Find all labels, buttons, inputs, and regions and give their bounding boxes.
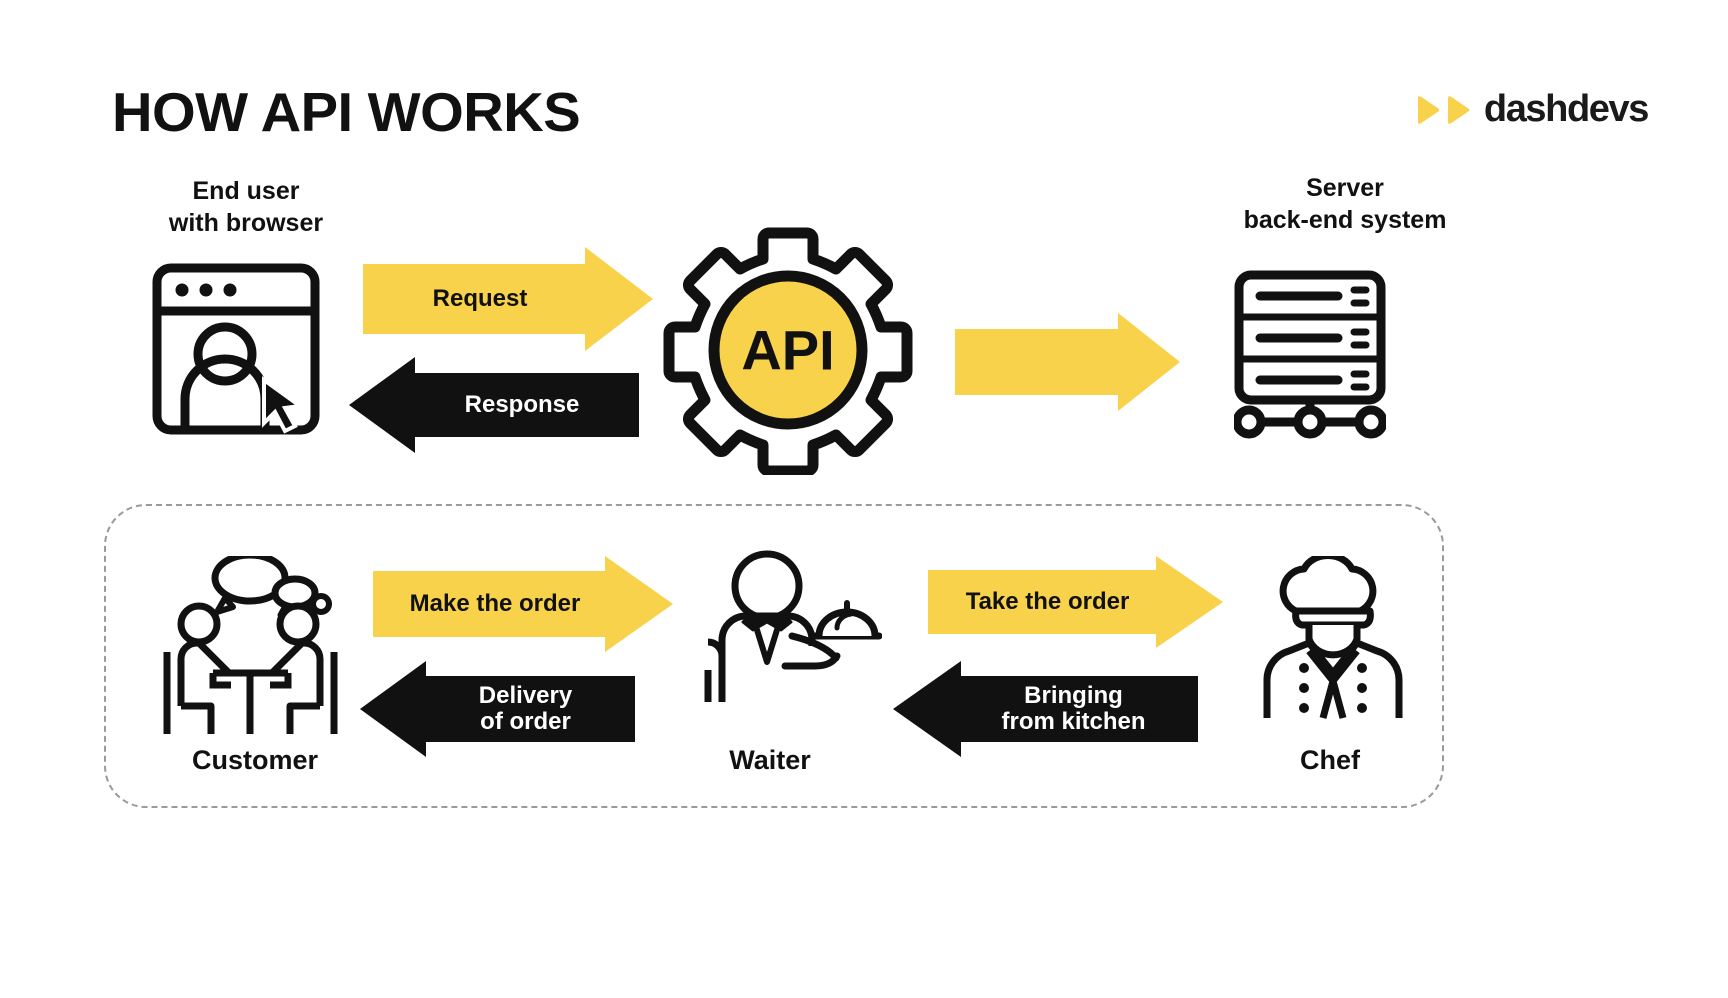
arrow-bringing-from-kitchen-label: Bringing from kitchen <box>1001 681 1146 735</box>
two-people-at-table-talking-icon <box>163 551 338 741</box>
brand-logo: dashdevs <box>1415 88 1650 131</box>
arrow-make-the-order: Make the order <box>373 556 673 652</box>
arrow-to-server <box>955 313 1180 411</box>
arrow-bringing-from-kitchen: Bringing from kitchen <box>893 661 1198 757</box>
server-rack-icon <box>1232 270 1388 445</box>
page-title: HOW API WORKS <box>112 81 581 143</box>
arrow-response: Response <box>349 357 639 453</box>
arrow-delivery-of-order-label: Delivery of order <box>478 681 573 735</box>
waiter-with-tray-icon <box>697 550 883 710</box>
browser-window-icon <box>152 263 320 440</box>
arrow-make-the-order-label: Make the order <box>409 589 581 617</box>
api-gear-label: API <box>741 319 834 382</box>
role-label-customer: Customer <box>191 745 319 775</box>
double-play-triangles-icon <box>1415 95 1471 125</box>
role-label-waiter: Waiter <box>729 745 811 775</box>
arrow-request-label: Request <box>432 284 528 312</box>
analogy-dashed-container <box>104 504 1444 808</box>
arrow-take-the-order-label: Take the order <box>965 587 1130 615</box>
api-gear-icon: API <box>663 225 913 480</box>
server-caption: Server back-end system <box>1243 174 1447 234</box>
brand-name: dashdevs <box>1483 88 1650 130</box>
role-label-chef: Chef <box>1300 745 1360 775</box>
arrow-request: Request <box>363 247 653 351</box>
chef-icon <box>1262 552 1407 726</box>
end-user-caption: End user with browser <box>168 177 324 237</box>
arrow-take-the-order: Take the order <box>928 556 1223 648</box>
arrow-response-label: Response <box>464 390 580 418</box>
arrow-delivery-of-order: Delivery of order <box>360 661 635 757</box>
